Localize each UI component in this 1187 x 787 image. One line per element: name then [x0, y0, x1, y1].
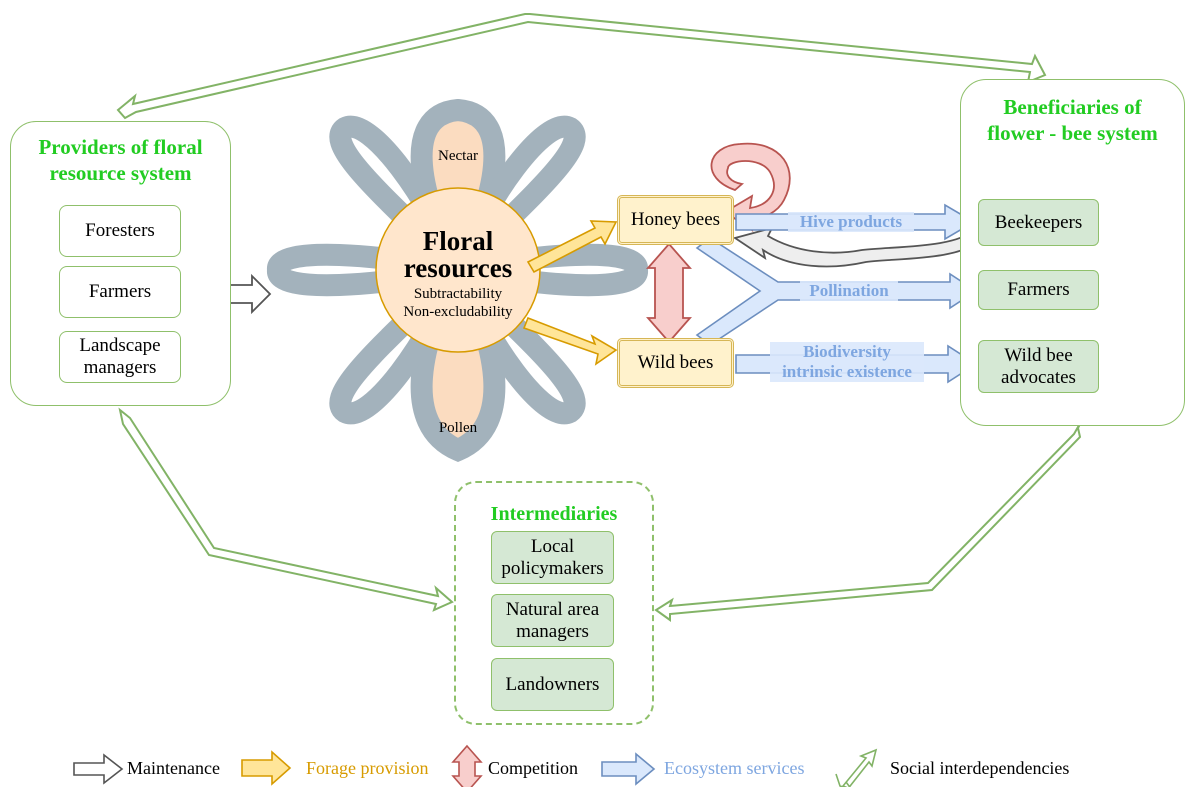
- providers-title: Providers of floral resource system: [38, 135, 203, 185]
- beneficiary-beekeepers: Beekeepers: [978, 199, 1099, 246]
- legend-competition: Competition: [488, 758, 578, 778]
- beneficiaries-title: Beneficiaries of flower - bee system: [987, 95, 1158, 145]
- floral-center: [375, 187, 541, 353]
- legend-forage: Forage provision: [306, 758, 429, 778]
- hive-products-label: Hive products: [788, 212, 914, 232]
- honey-bees-box: Honey bees: [617, 195, 734, 245]
- beneficiary-farmers: Farmers: [978, 270, 1099, 310]
- legend-icons: [73, 744, 878, 787]
- floral-title: Floral resources: [403, 226, 513, 283]
- intermediary-landowners: Landowners: [491, 658, 614, 711]
- legend-social: Social interdependencies: [890, 758, 1070, 778]
- biodiversity-label: Biodiversity intrinsic existence: [770, 342, 924, 382]
- legend-maintenance: Maintenance: [127, 758, 220, 778]
- legend-ecosystem: Ecosystem services: [664, 758, 805, 778]
- nectar-label: Nectar: [438, 148, 478, 164]
- provider-farmers: Farmers: [59, 266, 181, 318]
- provider-foresters: Foresters: [59, 205, 181, 257]
- provider-landscape-managers: Landscape managers: [59, 331, 181, 383]
- pollination-label: Pollination: [800, 281, 898, 301]
- wild-bees-box: Wild bees: [617, 338, 734, 388]
- beneficiary-wild-bee-advocates: Wild bee advocates: [978, 340, 1099, 393]
- floral-text: Floral resources Subtractability Non-exc…: [378, 228, 538, 321]
- floral-non-excludability: Non-excludability: [403, 304, 513, 320]
- intermediary-natural-area-managers: Natural area managers: [491, 594, 614, 647]
- pollen-label: Pollen: [438, 420, 478, 436]
- intermediaries-title: Intermediaries: [490, 503, 618, 525]
- floral-subtractability: Subtractability: [413, 286, 503, 302]
- intermediary-local-policymakers: Local policymakers: [491, 531, 614, 584]
- forage-arrows: [522, 220, 618, 366]
